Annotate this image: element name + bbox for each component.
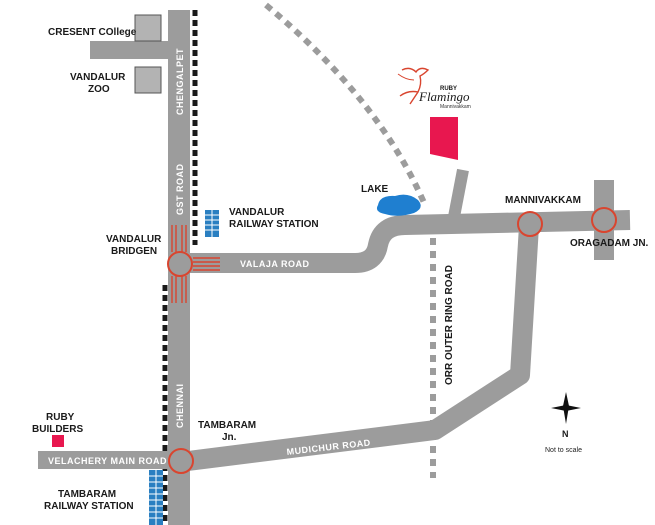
flamingo-logo: RUBY Flamingo Mannivakkam [397, 67, 471, 110]
ruby-builders-marker [52, 435, 64, 447]
site-approach [447, 168, 469, 224]
label-chengalpet: CHENGALPET [175, 48, 185, 115]
roads [38, 10, 631, 525]
vandalur-zoo-block [134, 66, 162, 94]
logo-brand-small: RUBY [440, 86, 457, 92]
mannivakkam-junction [517, 211, 543, 237]
label-scale: Not to scale [545, 447, 582, 454]
bridge-marks [171, 225, 220, 303]
north-arrow-icon [551, 392, 581, 424]
label-valaja-road: VALAJA ROAD [240, 259, 310, 269]
valaja-road [180, 210, 631, 273]
logo-brand-sub: Mannivakkam [440, 104, 471, 110]
label-vandalur-zoo-2: ZOO [88, 84, 110, 95]
dotted-arc [264, 2, 428, 207]
label-vandalur-bridgen-1: VANDALUR [106, 234, 162, 245]
project-site [430, 117, 458, 160]
tambaram-station-icon [149, 470, 163, 525]
vandalur-station-icon [205, 210, 219, 237]
label-ruby-builders-2: BUILDERS [32, 424, 83, 435]
lake-shape [376, 194, 421, 216]
label-gst-road: GST ROAD [175, 163, 185, 215]
flamingo-bird-icon [399, 67, 430, 105]
label-north: N [562, 429, 569, 439]
mudichur-road [178, 225, 539, 472]
label-tambaram-station-2: RAILWAY STATION [44, 501, 134, 512]
label-cresent-college: CRESENT COllege [48, 27, 137, 38]
label-mannivakkam: MANNIVAKKAM [505, 195, 581, 206]
label-vandalur-bridgen-2: BRIDGEN [111, 246, 157, 257]
dotted-paths [264, 2, 436, 478]
label-tambaram-jn-1: TAMBARAM [198, 420, 256, 431]
railway-lines [162, 10, 198, 525]
junctions [167, 207, 617, 474]
label-orr: ORR OUTER RING ROAD [444, 265, 455, 385]
label-ruby-builders-1: RUBY [46, 412, 75, 423]
label-vandalur-station-2: RAILWAY STATION [229, 219, 319, 230]
label-tambaram-jn-2: Jn. [222, 432, 237, 443]
label-vandalur-zoo-1: VANDALUR [70, 72, 126, 83]
vandalur-junction [167, 251, 193, 277]
label-velachery-road: VELACHERY MAIN ROAD [48, 456, 167, 466]
label-lake: LAKE [361, 184, 389, 195]
label-chennai: CHENNAI [175, 383, 185, 428]
cresent-college-block [134, 14, 162, 42]
label-oragadam: ORAGADAM JN. [570, 238, 649, 249]
label-tambaram-station-1: TAMBARAM [58, 489, 116, 500]
logo-brand-name: Flamingo [418, 89, 470, 104]
label-vandalur-station-1: VANDALUR [229, 207, 285, 218]
tambaram-junction [168, 448, 194, 474]
oragadam-junction [591, 207, 617, 233]
